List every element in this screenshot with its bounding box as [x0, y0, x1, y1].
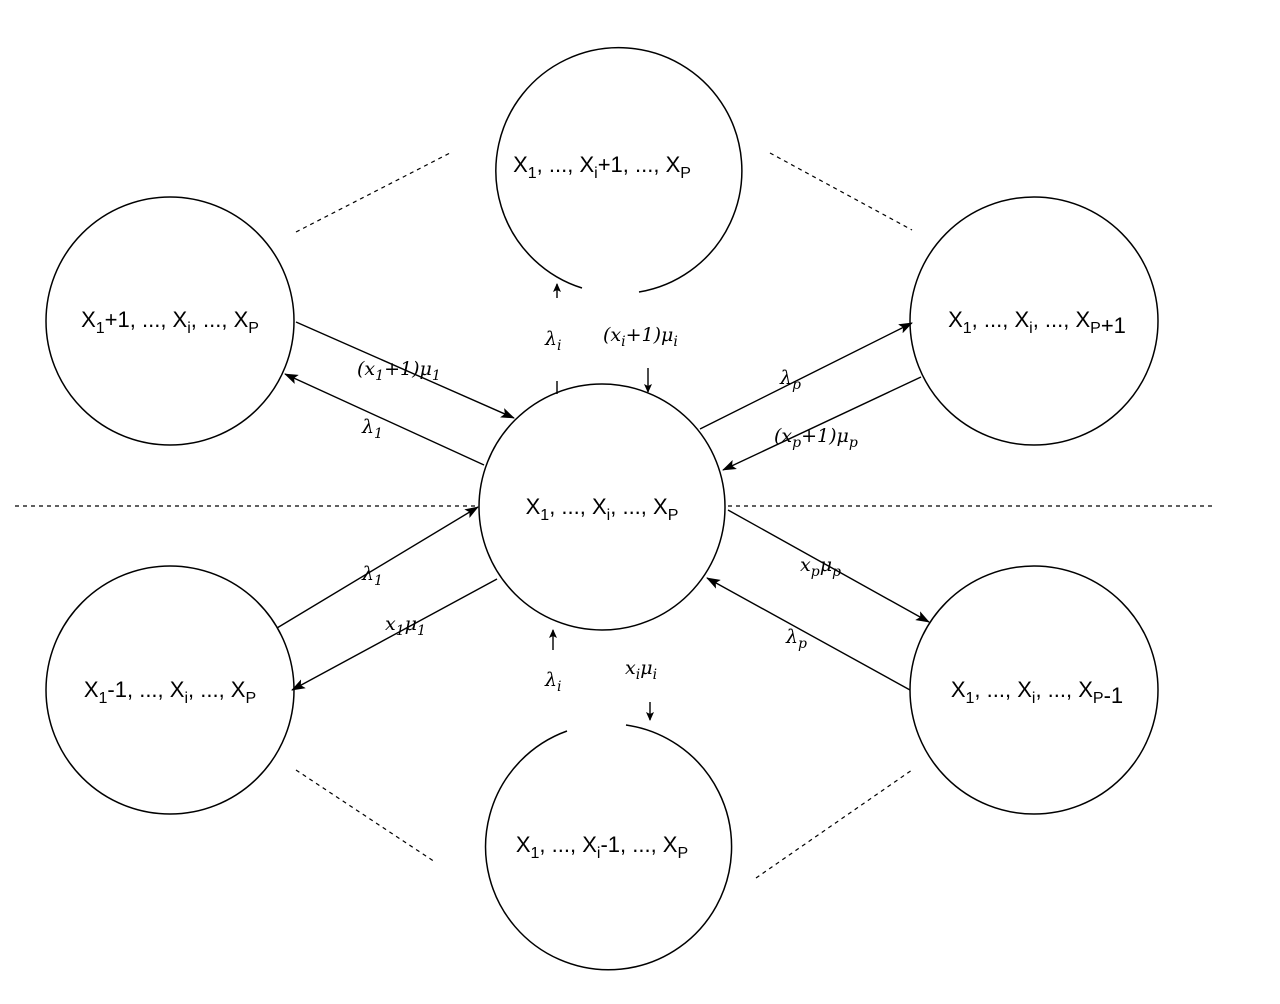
arrow-from-right-top-state [722, 376, 922, 471]
separator-top-left [295, 152, 451, 233]
rate-label-right-top-service: (xp+1)μp [774, 425, 858, 451]
state-node-center [478, 383, 726, 631]
arrow-from-left-top-state [295, 321, 515, 419]
state-label-top: X1, ..., Xi+1, ..., XP [513, 152, 691, 182]
state-label-left-top: X1+1, ..., Xi, ..., XP [81, 307, 259, 337]
separator-bottom-left [295, 769, 436, 863]
state-label-right-bottom: X1, ..., Xi, ..., XP-1 [951, 677, 1123, 708]
state-node-top [495, 46, 743, 293]
state-label-bottom: X1, ..., Xi-1, ..., XP [516, 832, 688, 862]
rate-label-right-bottom-arrival: λp [785, 626, 807, 652]
rate-label-bottom-arrival: λi [544, 669, 562, 695]
rate-label-right-bottom-service: xpμp [800, 554, 841, 580]
rate-label-left-bottom-service: x1μ1 [385, 613, 426, 639]
state-node-bottom [484, 724, 733, 971]
state-node-right-top [909, 196, 1159, 446]
rate-label-left-top-service: (x1+1)μ1 [357, 358, 441, 384]
arrow-to-left-bottom-state [291, 578, 498, 691]
state-node-left-top [45, 196, 295, 446]
separator-bottom-right [755, 769, 913, 879]
arrow-to-right-bottom-state [727, 509, 930, 623]
rate-label-top-service: (xi+1)μi [603, 324, 678, 350]
rate-label-left-top-arrival: λ1 [361, 416, 383, 442]
rate-label-right-top-arrival: λp [779, 367, 801, 393]
rate-label-top-arrival: λi [544, 328, 562, 354]
separator-top-right [769, 152, 913, 231]
rate-label-bottom-service: xiμi [625, 657, 657, 683]
state-label-left-bottom: X1-1, ..., Xi, ..., XP [84, 677, 256, 707]
rate-label-left-bottom-arrival: λ1 [361, 563, 383, 589]
arrow-to-left-top-state [284, 373, 485, 466]
arrow-to-right-top-state [699, 322, 913, 430]
arrow-from-left-bottom-state [276, 506, 479, 629]
state-label-center: X1, ..., Xi, ..., XP [526, 494, 679, 524]
arrow-from-right-bottom-state [706, 577, 911, 691]
state-label-right-top: X1, ..., Xi, ..., XP+1 [948, 307, 1126, 338]
